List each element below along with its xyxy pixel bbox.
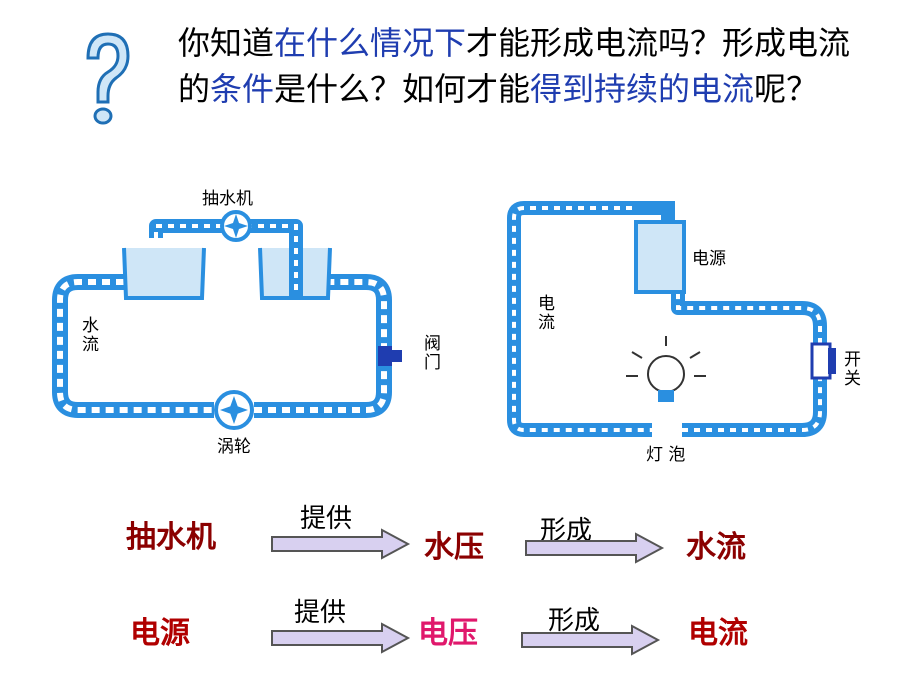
switch-icon [810, 342, 832, 380]
flow-row-2-arrow-2 [521, 624, 661, 656]
flow-row-2-middle: 电压 [418, 616, 478, 651]
question-seg-6: 呢？ [754, 70, 819, 108]
switch-label: 开关 [840, 350, 860, 388]
bulb-label: 灯 泡 [646, 445, 686, 465]
flow-row-2-verb1: 提供 [294, 598, 347, 628]
flow-row-2-start: 电源 [130, 616, 190, 651]
electric-circuit-svg [507, 201, 836, 437]
flow-label: 水流 [78, 316, 98, 354]
flow-row-2-verb2: 形成 [548, 606, 601, 636]
flow-row-2-end: 电流 [688, 616, 748, 651]
flow-row-1-middle: 水压 [424, 530, 484, 565]
flow-row-1-end: 水流 [686, 530, 746, 565]
water-circuit-diagram: 抽水机 涡轮 水流 阀门 [46, 186, 462, 500]
valve-icon [378, 346, 392, 366]
current-label: 电流 [534, 294, 554, 332]
question-seg-5: 得到持续的电流 [530, 70, 755, 108]
flow-row-2-arrow-1 [271, 622, 411, 654]
power-source-icon [634, 220, 686, 294]
turbine-label: 涡轮 [217, 437, 251, 457]
flow-row-1-arrow-2 [525, 532, 665, 564]
water-circuit-svg: 抽水机 涡轮 [52, 189, 402, 457]
question-seg-0: 你知道 [178, 24, 275, 62]
pump-label: 抽水机 [202, 189, 253, 209]
electric-circuit-diagram: 电源 电流 开关 灯 泡 [502, 178, 880, 518]
question-seg-2: 才能形成电流吗？形成电流的 [178, 24, 851, 108]
flow-row-1-verb1: 提供 [300, 504, 353, 534]
flow-row-1-arrow-1 [271, 528, 411, 560]
flow-row-1-start: 抽水机 [126, 520, 216, 555]
question-text: 你知道在什么情况下才能形成电流吗？形成电流的条件是什么？如何才能得到持续的电流呢… [178, 20, 878, 112]
question-seg-1: 在什么情况下 [274, 24, 467, 62]
question-seg-4: 是什么？如何才能 [274, 70, 531, 108]
valve-label: 阀门 [420, 334, 440, 372]
power-source-label: 电源 [692, 249, 726, 269]
question-mark-icon [86, 32, 130, 125]
question-seg-3: 条件 [210, 70, 275, 108]
light-bulb-icon [626, 336, 706, 402]
